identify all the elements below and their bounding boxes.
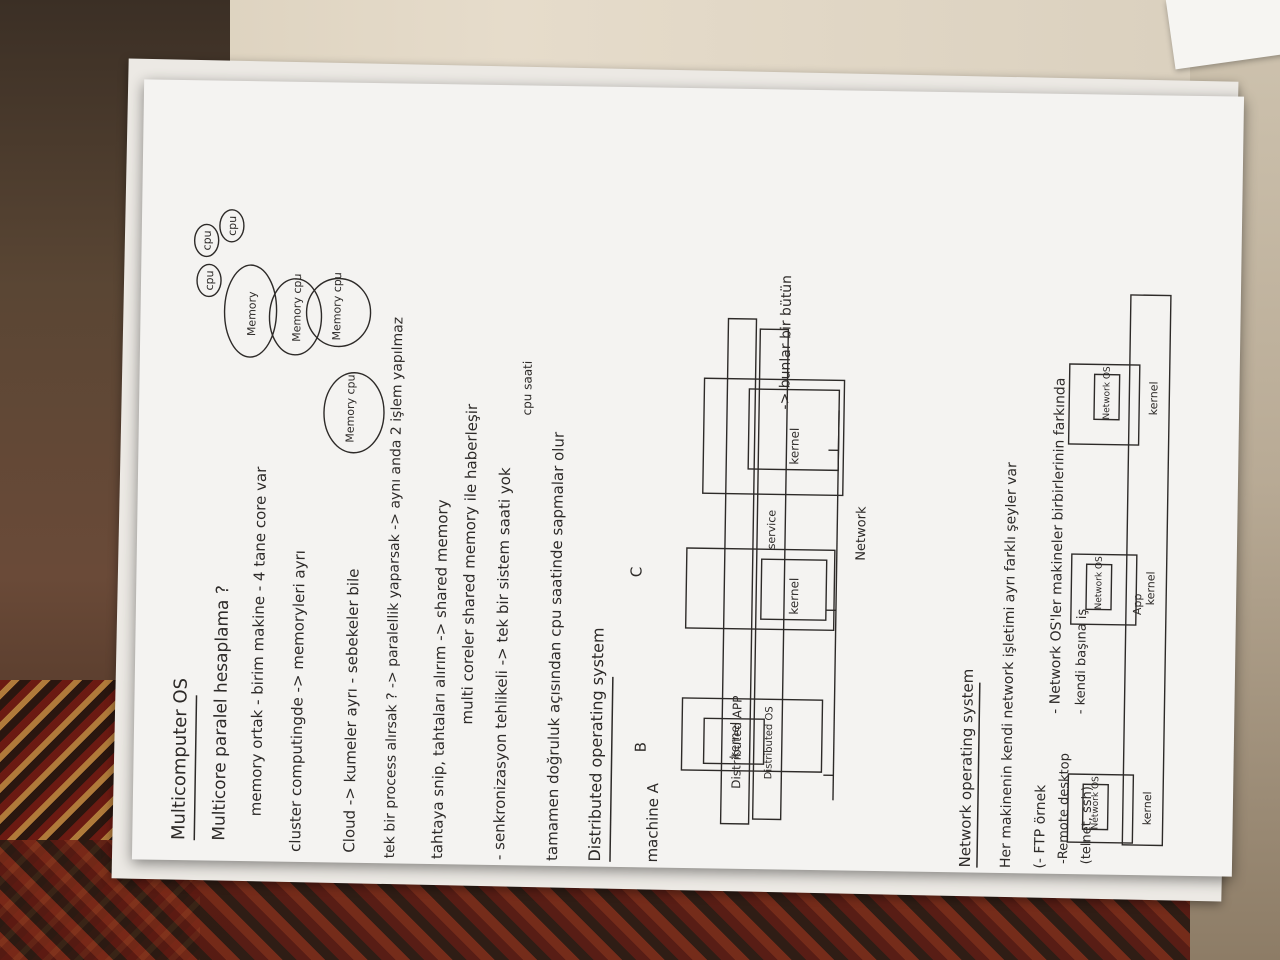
distributed-app-bar — [719, 317, 758, 825]
bubble-memory-4 — [323, 372, 385, 454]
label-distributed-app: Distributed APP — [729, 695, 744, 788]
label-service: service — [765, 510, 779, 550]
label-kernel-n1: kernel — [1141, 791, 1155, 825]
note-memory-shared: memory ortak - birim makine - 4 tane cor… — [247, 466, 271, 817]
app-bar — [1121, 294, 1172, 847]
distributed-diagram — [680, 317, 846, 825]
note-her-makinenin: Her makinenin kendi network işletimi ayr… — [998, 462, 1020, 868]
section-distributed: Distributed operating system — [585, 627, 608, 861]
bubble-cpu-2 — [193, 223, 220, 258]
note-cloud: Cloud -> kumeler ayrı - sebekeler bile — [340, 568, 362, 852]
label-machine-a: machine A — [643, 782, 662, 863]
bubble-memory-1 — [223, 264, 278, 358]
kernel-box-b — [760, 558, 828, 621]
network-os-box-2 — [1070, 553, 1138, 626]
label-c: C — [627, 567, 645, 578]
label-kernel-b: kernel — [787, 578, 802, 615]
bubble-memory-2 — [268, 278, 323, 356]
distributed-os-bar — [751, 328, 790, 821]
note-remote: -Remote desktop — [1056, 753, 1073, 864]
bubble-cpu-1 — [219, 209, 245, 243]
bubble-text-memory-cpu-1: Memory cpu — [290, 274, 304, 342]
machine-b-box — [684, 547, 836, 632]
bubble-text-memory-cpu-2: Memory cpu — [330, 272, 344, 340]
kernel-box-a — [702, 717, 765, 765]
network-os-box-1 — [1066, 773, 1135, 844]
bubble-text-cpu-1: cpu — [226, 216, 239, 236]
label-network-os-2: Network OS — [1094, 556, 1105, 610]
bubble-cpu-3 — [196, 263, 222, 298]
label-kernel-n3: kernel — [1147, 381, 1161, 415]
handwritten-notes: Multicomputer OS Multicore paralel hesap… — [168, 209, 1172, 869]
note-network-os: - Network OS'ler makineler birbirlerinin… — [1047, 378, 1068, 714]
label-b: B — [632, 742, 650, 753]
note-cluster: cluster computingde -> memoryleri ayrı — [286, 550, 309, 852]
note-tamamen: tamamen doğruluk açısından cpu saatinde … — [543, 431, 568, 861]
note-cpu-saati: cpu saati — [520, 361, 535, 416]
note-title: Multicomputer OS — [168, 678, 192, 840]
label-kernel-n2: kernel — [1144, 571, 1158, 605]
network-diagram — [1066, 294, 1172, 847]
bubble-text-memory: Memory — [245, 291, 259, 336]
bubble-memory-3 — [305, 277, 372, 348]
label-kernel-c: kernel — [787, 428, 802, 465]
network-os-inner-3 — [1093, 373, 1121, 421]
network-os-inner-2 — [1085, 563, 1113, 611]
note-task: tek bir process alırsak ? -> paralellik … — [382, 317, 407, 859]
machine-c-box — [702, 377, 846, 497]
note-sync: - senkronizasyon tehlikeli -> tek bir si… — [490, 467, 514, 860]
network-line — [832, 410, 840, 801]
note-tahtaya: tahtaya snip, tahtaları alırım -> shared… — [428, 499, 452, 859]
label-distributed-os: Distributed OS — [763, 706, 775, 779]
label-bunlar: -> bunlar bir bütün — [777, 275, 795, 410]
label-network-dist: Network — [854, 506, 870, 561]
notebook-page: Multicomputer OS Multicore paralel hesap… — [131, 79, 1245, 877]
note-kendi: - kendi başına iş — [1073, 608, 1090, 714]
label-app: App — [1131, 593, 1144, 615]
bubble-text-memory-cpu-3: Memory cpu — [344, 374, 358, 442]
bubble-text-cpu-2: cpu — [201, 230, 214, 250]
bubble-text-cpu-3: cpu — [203, 270, 216, 290]
machine-a-box — [680, 697, 824, 773]
note-multi-cores: multi coreler shared memory ile haberleş… — [458, 403, 481, 725]
label-network-os-1: Network OS — [1091, 776, 1102, 830]
note-multicore: Multicore paralel hesaplama ? — [209, 585, 233, 841]
note-ftp: (- FTP örnek — [1032, 784, 1049, 869]
network-os-box-3 — [1067, 363, 1141, 446]
network-os-inner-1 — [1081, 783, 1109, 831]
label-kernel-a: kernel — [728, 722, 743, 759]
section-network: Network operating system — [956, 669, 977, 868]
label-network-os-3: Network OS — [1102, 366, 1113, 420]
